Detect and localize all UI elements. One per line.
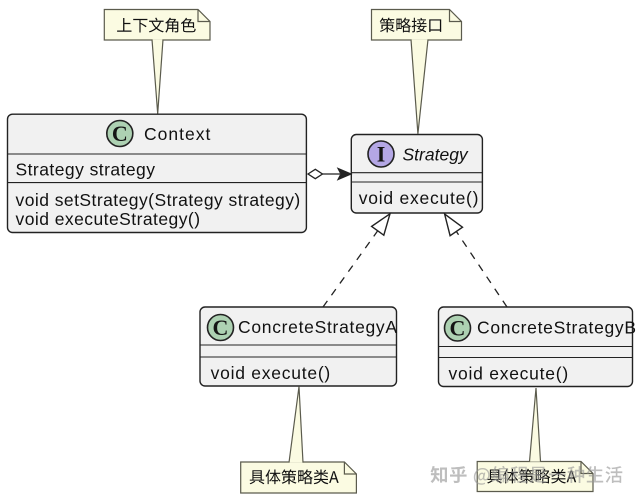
svg-text:ConcreteStrategyA: ConcreteStrategyA (238, 317, 398, 337)
svg-text:C: C (450, 315, 466, 340)
svg-text:I: I (377, 141, 386, 166)
svg-text:Context: Context (144, 124, 211, 144)
svg-text:ConcreteStrategyB: ConcreteStrategyB (477, 318, 637, 338)
svg-text:C: C (112, 121, 128, 146)
svg-text:void execute(): void execute() (449, 364, 569, 384)
svg-text:void executeStrategy(): void executeStrategy() (16, 209, 201, 229)
svg-text:void execute(): void execute() (211, 363, 331, 383)
svg-text:Strategy strategy: Strategy strategy (16, 160, 156, 180)
svg-text:C: C (213, 315, 229, 340)
svg-text:Strategy: Strategy (403, 145, 469, 165)
svg-text:void setStrategy(Strategy stra: void setStrategy(Strategy strategy) (16, 190, 301, 210)
svg-text:void execute(): void execute() (359, 188, 479, 208)
